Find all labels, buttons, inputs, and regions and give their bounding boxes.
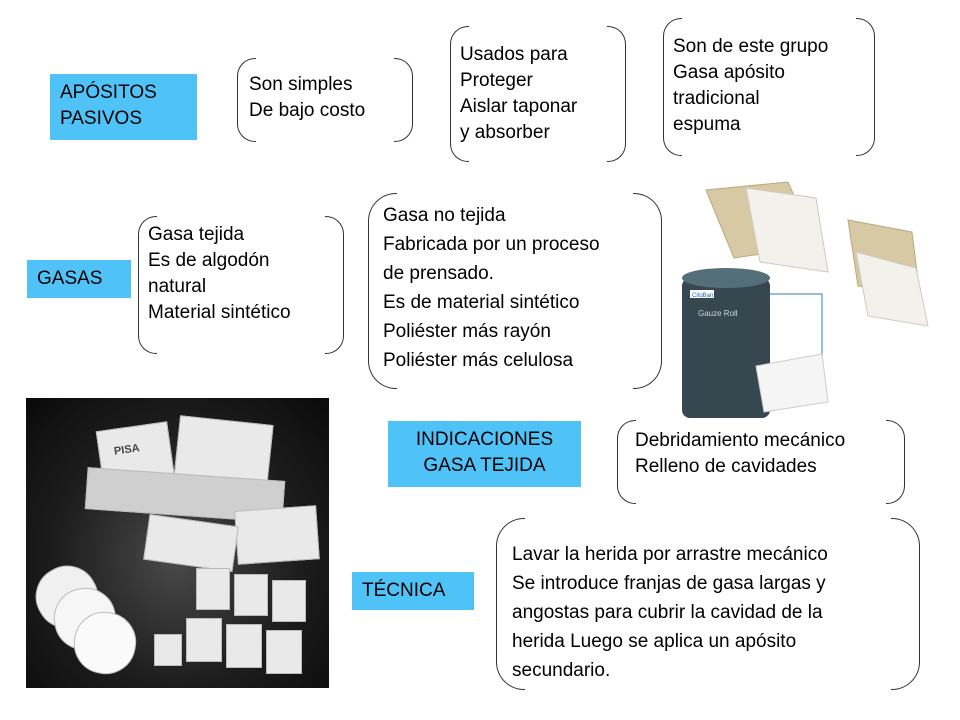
gauze-packages-photo: PISA xyxy=(26,398,329,688)
box-son-simples: Son simples De bajo costo xyxy=(237,58,413,142)
box-son-simples-text: Son simples De bajo costo xyxy=(249,74,366,121)
label-apositos-pasivos: APÓSITOS PASIVOS xyxy=(50,74,197,140)
box-son-de-este-grupo: Son de este grupo Gasa apósito tradicion… xyxy=(663,18,875,156)
box-gasa-tejida-text: Gasa tejida Es de algodón natural Materi… xyxy=(148,224,291,323)
box-debridamiento: Debridamiento mecánico Relleno de cavida… xyxy=(617,420,905,504)
box-gasa-no-tejida: Gasa no tejida Fabricada por un proceso … xyxy=(368,193,662,389)
label-gasas: GASAS xyxy=(27,260,131,298)
box-debridamiento-text: Debridamiento mecánico Relleno de cavida… xyxy=(635,430,846,477)
gauze-products-image: CitoBan Gauze Roll xyxy=(682,181,929,418)
box-gasa-no-tejida-text: Gasa no tejida Fabricada por un proceso … xyxy=(383,205,600,371)
label-indicaciones-gasa-tejida: INDICACIONES GASA TEJIDA xyxy=(388,421,581,487)
box-usados-para: Usados para Proteger Aislar taponar y ab… xyxy=(450,26,626,162)
box-gasa-tejida: Gasa tejida Es de algodón natural Materi… xyxy=(138,216,344,354)
box-tecnica: Lavar la herida por arrastre mecánico Se… xyxy=(496,518,920,690)
box-tecnica-text: Lavar la herida por arrastre mecánico Se… xyxy=(512,544,828,681)
box-son-de-este-grupo-text: Son de este grupo Gasa apósito tradicion… xyxy=(673,36,829,135)
roll-brand-text: CitoBan xyxy=(692,293,713,299)
box-usados-para-text: Usados para Proteger Aislar taponar y ab… xyxy=(460,44,578,143)
label-tecnica: TÉCNICA xyxy=(352,572,474,610)
roll-label-text: Gauze Roll xyxy=(698,309,738,318)
